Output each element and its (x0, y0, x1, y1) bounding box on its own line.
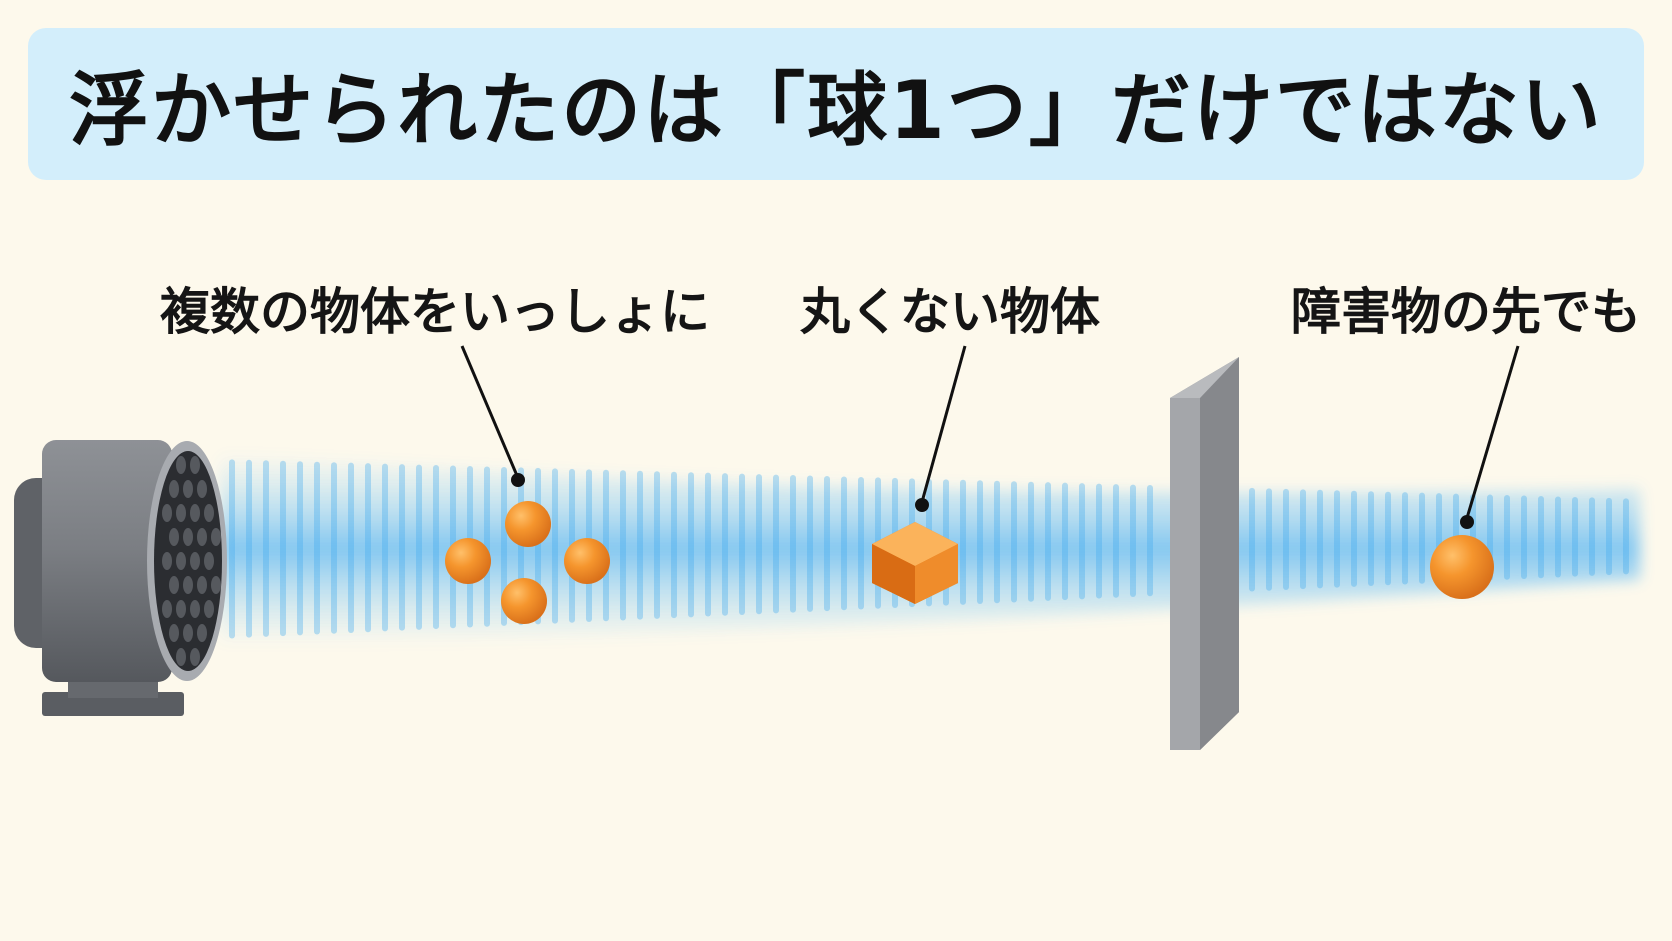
transducer-hole (183, 624, 193, 642)
transducer-hole (197, 624, 207, 642)
title-banner: 浮かせられたのは「球1つ」だけではない (28, 28, 1644, 180)
transducer-hole (162, 504, 172, 522)
callout-line-nonround (920, 345, 967, 503)
sphere-icon-bottom (501, 578, 547, 624)
transducer-hole (169, 528, 179, 546)
transducer-hole (204, 504, 214, 522)
transducer-hole (183, 480, 193, 498)
wall-icon (1170, 357, 1239, 750)
transducer-hole (190, 600, 200, 618)
transducer-hole (176, 504, 186, 522)
transducer-hole (190, 456, 200, 474)
label-beyond-obstacle: 障害物の先でも (1291, 283, 1641, 341)
transducer-hole (169, 624, 179, 642)
callout-line-obstacle (1465, 345, 1520, 519)
sphere-icon-beyond-obstacle (1430, 535, 1494, 599)
callout-dot-obstacle (1460, 515, 1474, 529)
cube-icon (872, 522, 958, 604)
acoustic-emitter-icon (14, 440, 227, 716)
transducer-hole (211, 528, 221, 546)
transducer-hole (197, 528, 207, 546)
label-non-round-object: 丸くない物体 (800, 283, 1100, 341)
transducer-hole (204, 600, 214, 618)
callout-line-multiple (460, 345, 520, 479)
transducer-hole (190, 648, 200, 666)
callout-dot-nonround (915, 498, 929, 512)
sphere-icon-left (445, 538, 491, 584)
transducer-hole (176, 456, 186, 474)
transducer-grid (162, 456, 221, 666)
sphere-icon-top (505, 501, 551, 547)
transducer-hole (176, 552, 186, 570)
transducer-hole (190, 552, 200, 570)
transducer-hole (197, 576, 207, 594)
transducer-hole (197, 480, 207, 498)
label-multiple-objects: 複数の物体をいっしょに (160, 283, 710, 341)
transducer-hole (183, 576, 193, 594)
transducer-hole (162, 600, 172, 618)
transducer-hole (211, 576, 221, 594)
transducer-hole (183, 528, 193, 546)
transducer-hole (190, 504, 200, 522)
transducer-hole (162, 552, 172, 570)
transducer-hole (176, 600, 186, 618)
page-title: 浮かせられたのは「球1つ」だけではない (69, 64, 1603, 157)
transducer-hole (169, 576, 179, 594)
callout-dot-multiple (511, 473, 525, 487)
sphere-icon-right (564, 538, 610, 584)
transducer-hole (169, 480, 179, 498)
sphere-group (445, 501, 610, 624)
transducer-hole (176, 648, 186, 666)
transducer-hole (204, 552, 214, 570)
